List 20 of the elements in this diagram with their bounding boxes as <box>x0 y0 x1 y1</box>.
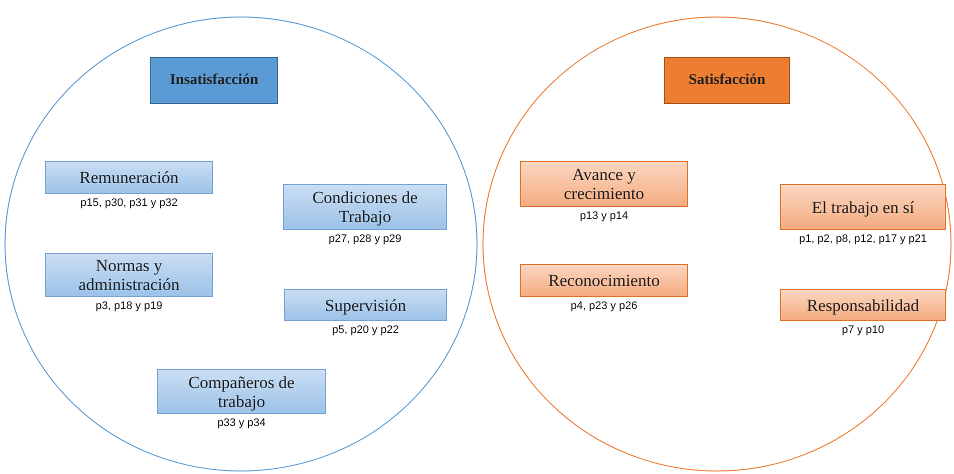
question-list: p4, p23 y p26 <box>520 300 688 313</box>
factor-box: Avance y crecimiento <box>520 161 688 207</box>
question-list: p3, p18 y p19 <box>45 300 213 313</box>
factor-box: Compañeros de trabajo <box>157 369 326 414</box>
factor-box: Supervisión <box>284 289 447 321</box>
factor-box: Remuneración <box>45 161 213 194</box>
question-list: p5, p20 y p22 <box>284 324 447 337</box>
heading-box: Satisfacción <box>664 57 790 104</box>
factor-box: Responsabilidad <box>780 289 946 321</box>
heading-box: Insatisfacción <box>150 57 278 104</box>
factor-box: El trabajo en sí <box>780 184 946 230</box>
question-list: p1, p2, p8, p12, p17 y p21 <box>780 233 946 246</box>
question-list: p15, p30, p31 y p32 <box>45 197 213 210</box>
question-list: p27, p28 y p29 <box>283 233 447 246</box>
factor-box: Reconocimiento <box>520 264 688 297</box>
factor-box: Condiciones de Trabajo <box>283 184 447 230</box>
factor-box: Normas y administración <box>45 253 213 297</box>
question-list: p13 y p14 <box>520 210 688 223</box>
question-list: p33 y p34 <box>157 417 326 430</box>
question-list: p7 y p10 <box>780 324 946 337</box>
